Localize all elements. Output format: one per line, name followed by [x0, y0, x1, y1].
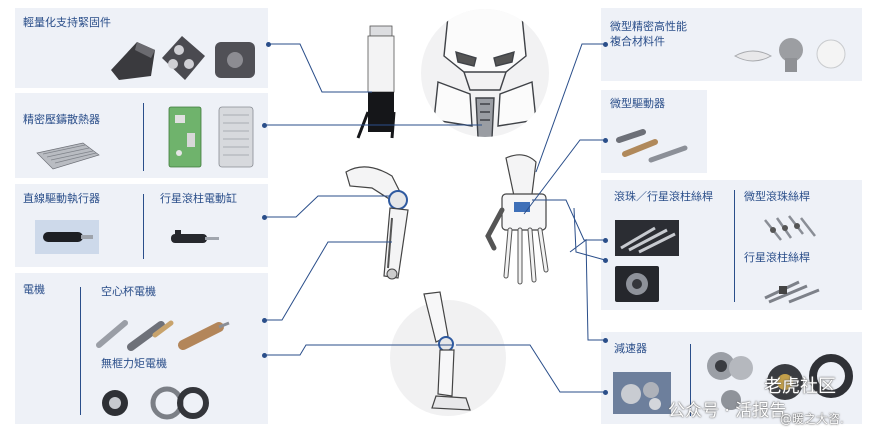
micro-ball-screw-image: [764, 215, 816, 241]
panel-composite: 微型精密高性能 複合材料件: [601, 8, 862, 81]
panel-title: 精密壓鑄散熱器: [23, 113, 100, 126]
panel-title: 直線驅動執行器: [23, 192, 100, 205]
composite-parts-image: [733, 38, 846, 72]
panel-motor: 電機 空心杯電機 無框力矩電機: [15, 273, 268, 424]
panel-ball-screw: 滾珠／行星滾柱絲桿 微型滾珠絲桿 行星滾柱絲桿: [601, 180, 862, 310]
panel-title: 滾珠／行星滾柱絲桿: [614, 190, 713, 203]
panel-reducer: 減速器: [601, 332, 862, 424]
panel-title: 輕量化支持緊固件: [23, 16, 111, 29]
pcb-image: [168, 106, 202, 168]
robot-hand-illustration: [485, 154, 549, 285]
fastener-image: [111, 36, 255, 80]
robot-head-illustration: [421, 9, 549, 137]
reducer-products-image: [707, 352, 853, 410]
panel-title-2: 行星滾柱電動缸: [160, 192, 237, 205]
divider: [143, 103, 144, 171]
actuator-image: [35, 220, 99, 254]
divider: [734, 190, 735, 302]
divider: [143, 194, 144, 259]
panel-linear-actuator: 直線驅動執行器 行星滾柱電動缸: [15, 184, 268, 267]
connector-dot: [262, 353, 267, 358]
robot-lower-leg-illustration: [390, 291, 506, 416]
sub-title-planetary-roller-screw: 行星滾柱絲桿: [744, 251, 810, 264]
panel-micro-driver: 微型驅動器: [601, 90, 707, 173]
divider: [690, 344, 691, 416]
coreless-motor-image: [96, 320, 230, 351]
housing-image: [218, 106, 254, 168]
connector-dot: [262, 215, 267, 220]
reducer-gears-image: [613, 372, 671, 414]
panel-diecast: 精密壓鑄散熱器: [15, 93, 268, 178]
robot-leg-illustration: [345, 166, 409, 280]
cylinder-image: [171, 230, 219, 243]
divider: [80, 287, 81, 415]
connector-dot: [603, 258, 608, 263]
connector-dot: [603, 138, 608, 143]
micro-driver-image: [616, 129, 688, 163]
frameless-motor-image: [102, 386, 209, 420]
planetary-roller-screw-image: [764, 280, 820, 304]
connector-dot: [266, 42, 271, 47]
panel-title-line1: 微型精密高性能: [610, 20, 687, 33]
panel-title: 減速器: [614, 342, 647, 355]
panel-title-line2: 複合材料件: [610, 35, 665, 48]
sub-title-frameless: 無框力矩電機: [101, 357, 167, 370]
panel-fastener: 輕量化支持緊固件: [15, 8, 268, 88]
ball-screw-image: [615, 220, 679, 256]
connector-dot: [262, 123, 267, 128]
connector-dot: [603, 42, 608, 47]
connector-dot: [262, 318, 267, 323]
sub-title-coreless: 空心杯電機: [101, 285, 156, 298]
watermark-line-1: 老虎社区: [764, 376, 836, 397]
heatsink-image: [36, 142, 100, 170]
connector-dot: [603, 338, 608, 343]
watermark-line-3: @暖之大咨.: [780, 412, 844, 426]
sub-title-micro-ball-screw: 微型滾珠絲桿: [744, 190, 810, 203]
watermark-line-2: 公众号 · 活报告: [668, 401, 787, 421]
panel-title: 微型驅動器: [610, 97, 665, 110]
connector-dot: [603, 390, 608, 395]
roller-screw-image: [615, 266, 659, 302]
connector-dot: [603, 238, 608, 243]
panel-title: 電機: [23, 283, 45, 296]
